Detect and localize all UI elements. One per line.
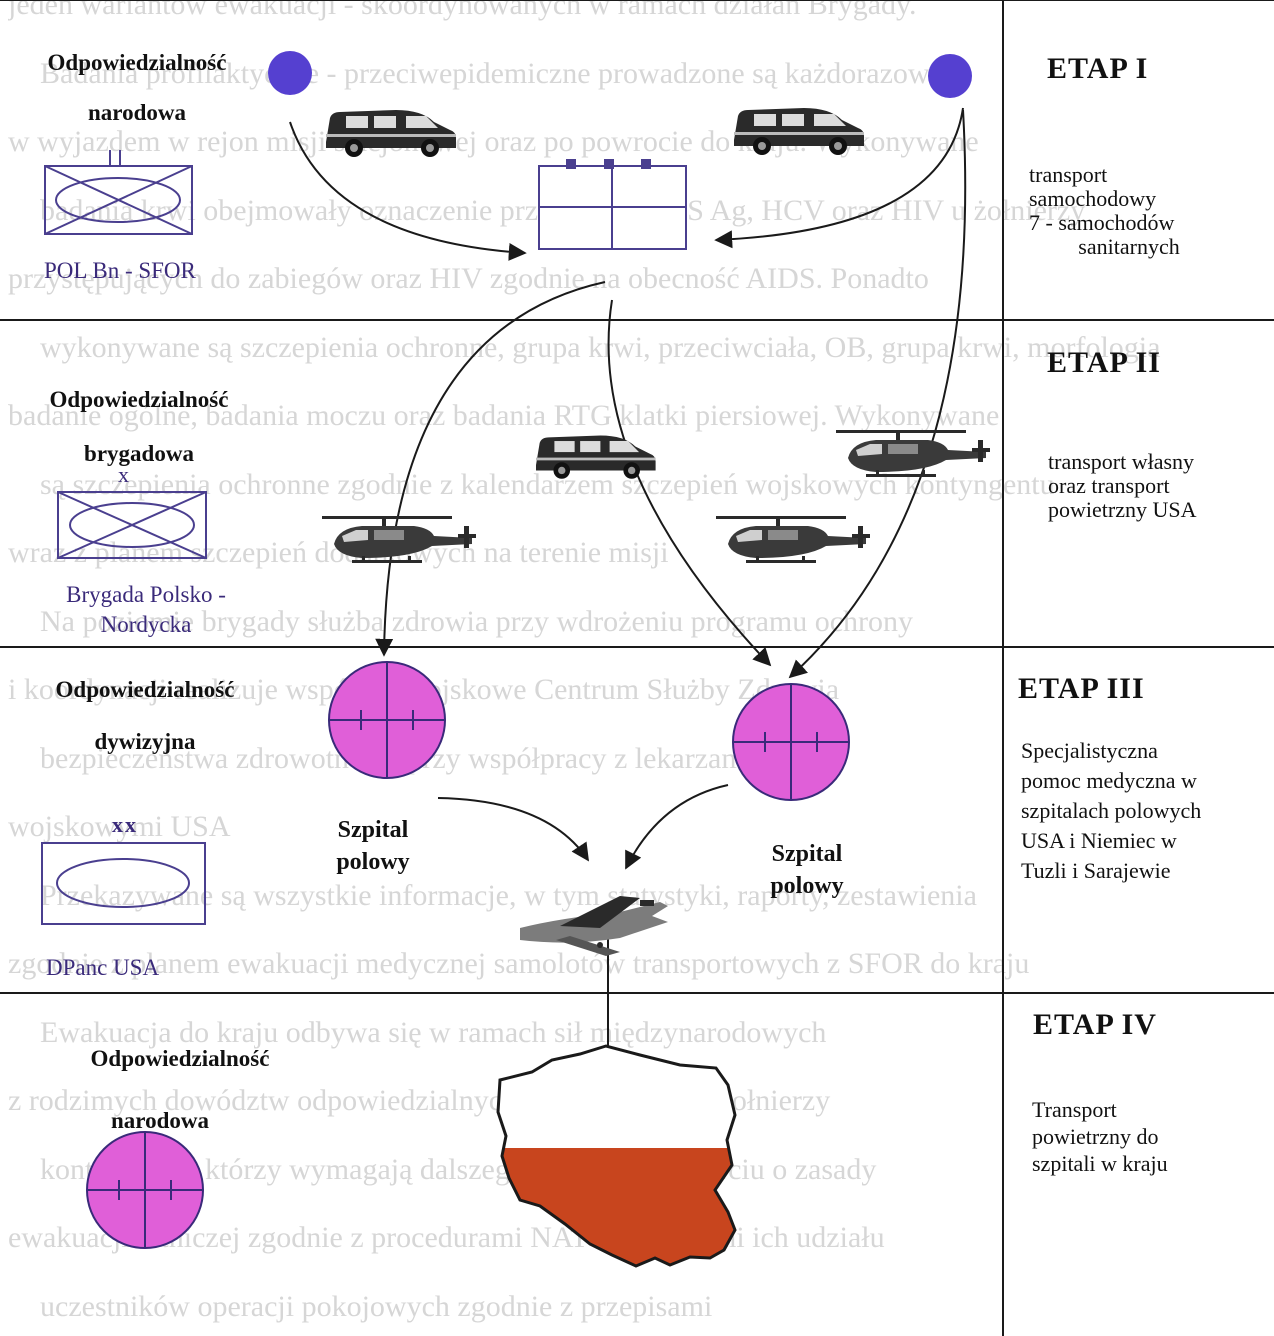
- aircraft-icon: [520, 896, 668, 956]
- unit-label-row2: Brygada Polsko -Nordycka: [66, 582, 226, 637]
- etap-description-row2: transport własny oraz transport powietrz…: [1048, 449, 1197, 522]
- etap-description-row3: Specjalistyczna pomoc medyczna w szpital…: [1021, 738, 1202, 883]
- background-text-line: jeden wariantów ewakuacji - skoordynowan…: [8, 0, 917, 21]
- etap-label-row2: ETAP II: [1047, 346, 1161, 379]
- unit-label-row3: DPanc USA: [46, 955, 160, 980]
- etap-description-row1: transport samochodowy 7 - samochodów san…: [1029, 162, 1180, 259]
- ambulance-icon: [536, 435, 656, 479]
- etap-label-row1: ETAP I: [1047, 52, 1149, 85]
- field-hospital-icon: [328, 661, 446, 779]
- background-text-line: Ewakuacja do kraju odbywa się w ramach s…: [40, 1015, 827, 1049]
- brigade-symbol-icon: [57, 491, 207, 559]
- ambulance-icon: [326, 110, 456, 157]
- background-text-line: wojskowymi USA: [8, 810, 231, 843]
- start-node-right: [928, 54, 972, 98]
- ambulance-icon: [734, 108, 864, 155]
- background-text-line: uczestników operacji pokojowych zgodnie …: [40, 1289, 713, 1323]
- background-text-line: Przekazywane są wszystkie informacje, w …: [40, 878, 977, 912]
- background-text-line: Na poziomie brygady służba zdrowia przy …: [40, 604, 914, 638]
- etap-label-row4: ETAP IV: [1033, 1008, 1157, 1041]
- division-symbol-icon: [41, 842, 206, 925]
- poland-map-icon: [496, 1044, 737, 1268]
- field-hospital-icon: [732, 683, 850, 801]
- helicopter-icon: [716, 516, 870, 563]
- battalion-symbol-icon: [44, 150, 193, 235]
- etap-label-row3: ETAP III: [1018, 672, 1145, 705]
- unit-label-row1: POL Bn - SFOR: [44, 258, 196, 283]
- background-text-line: są szczepienia ochronne zgodnie z kalend…: [40, 467, 1055, 501]
- brigade-mark: x: [118, 462, 129, 487]
- background-text-line: zgodnie z planem ewakuacji medycznej sam…: [8, 947, 1030, 980]
- background-text-line: przystępujących do zabiegów oraz HIV zgo…: [8, 262, 929, 295]
- helicopter-icon: [836, 430, 990, 477]
- flow-arrows: [289, 107, 967, 1090]
- etap-description-row4: Transport powietrzny do szpitali w kraju: [1032, 1097, 1168, 1176]
- division-mark: xx: [112, 812, 138, 837]
- start-node-left: [268, 51, 312, 95]
- background-text-line: Badania profilaktyczne - przeciwepidemic…: [40, 56, 945, 90]
- background-text-line: badanie ogólne, badania moczu oraz badan…: [8, 399, 1000, 432]
- collection-point-icon: [538, 159, 687, 250]
- helicopter-icon: [322, 516, 476, 563]
- background-text-line: wykonywane są szczepienia ochronne, grup…: [40, 330, 1161, 364]
